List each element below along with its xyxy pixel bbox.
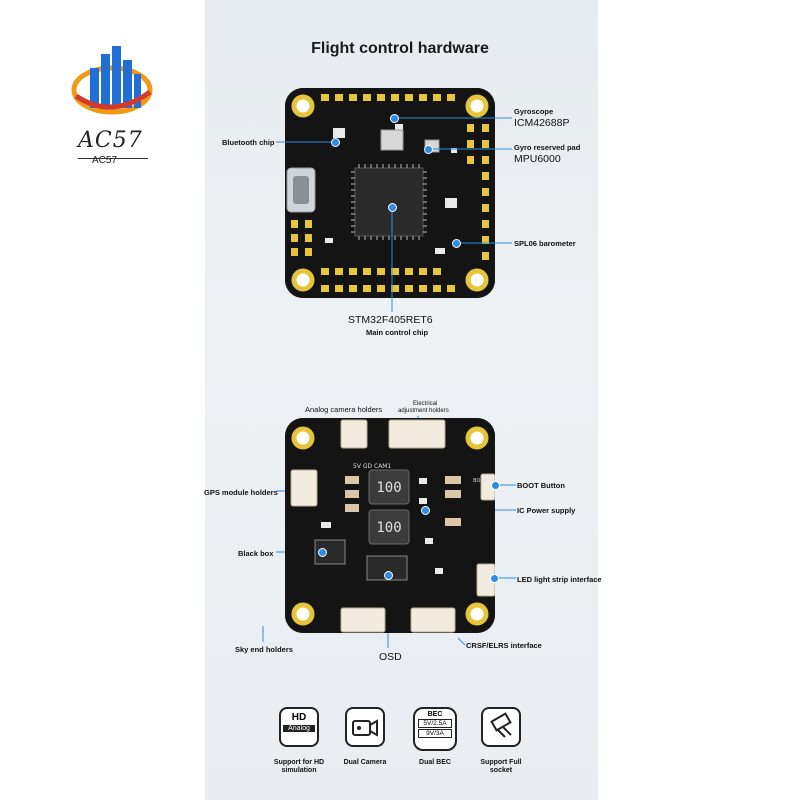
bec-icon-5v: 5V/2.5A — [418, 719, 452, 728]
boot-silkscreen: BOOT — [473, 478, 488, 484]
camera-glyph-icon — [352, 719, 378, 737]
cam-silkscreen: 5V GD CAM1 — [353, 463, 391, 470]
feature-dual-bec: BEC 5V/2.5A 9V/3A Dual BEC — [400, 707, 470, 767]
brand-logo: AC57 AC57 — [70, 40, 155, 170]
sky-end-label: Sky end holders — [235, 645, 293, 654]
feature-cam-caption-1: Dual Camera — [343, 759, 387, 766]
gyro-reserved-marker — [424, 145, 433, 154]
gyroscope-marker — [390, 114, 399, 123]
esc-holders-label-1: Electrical — [413, 401, 438, 407]
gps-label: GPS module holders — [204, 488, 278, 497]
mcu-label: STM32F405RET6 — [348, 314, 433, 326]
hd-icon-text: HD — [291, 712, 307, 723]
socket-icon — [481, 707, 521, 747]
led-marker — [490, 574, 499, 583]
barometer-marker — [452, 239, 461, 248]
camera-icon — [345, 707, 385, 747]
brand-subtitle: AC57 — [92, 155, 118, 166]
led-label: LED light strip interface — [517, 575, 602, 584]
bottom-board: 100 100 5V GD CAM1 BOOT — [285, 418, 495, 633]
gyro-reserved-label: Gyro reserved pad — [514, 143, 581, 152]
osd-label: OSD — [379, 651, 402, 663]
top-board — [285, 88, 495, 298]
bottom-board-art: 100 100 5V GD CAM1 BOOT — [285, 418, 495, 633]
black-box-label: Black box — [238, 549, 274, 558]
analog-camera-label: Analog camera holders — [305, 405, 383, 414]
feature-socket-caption-2: socket — [489, 767, 513, 774]
inductor1-text: 100 — [376, 480, 401, 496]
black-box-marker — [318, 548, 327, 557]
gyroscope-model: ICM42688P — [514, 117, 570, 129]
bluetooth-marker — [331, 138, 340, 147]
bluetooth-label: Bluetooth chip — [222, 138, 275, 147]
page-title: Flight control hardware — [311, 40, 489, 57]
mcu-sublabel: Main control chip — [366, 328, 429, 337]
barometer-label: SPL06 barometer — [514, 239, 576, 248]
osd-marker — [384, 571, 393, 580]
ic-power-label: IC Power supply — [517, 506, 576, 515]
brand-mark-icon — [71, 46, 153, 115]
feature-dual-camera: Dual Camera — [330, 707, 400, 767]
ic-power-marker — [421, 506, 430, 515]
feature-hd-caption-1: Support for HD — [273, 759, 325, 766]
feature-socket-caption-1: Support Full — [480, 759, 522, 766]
bec-icon-title: BEC — [427, 711, 443, 718]
gyro-reserved-model: MPU6000 — [514, 153, 561, 165]
feature-hd-caption-2: simulation — [281, 767, 317, 774]
inductor2-text: 100 — [376, 520, 401, 536]
analog-icon-text: Analog — [283, 725, 315, 732]
hd-analog-icon: HD Analog — [279, 707, 319, 747]
esc-holders-label-2: adjustment holders — [398, 408, 449, 414]
crsf-label: CRSF/ELRS interface — [466, 641, 542, 650]
bec-icon-9v: 9V/3A — [418, 729, 452, 738]
boot-label: BOOT Button — [517, 481, 565, 490]
gyroscope-label: Gyroscope — [514, 107, 554, 116]
brand-divider — [78, 158, 148, 159]
socket-glyph-icon — [490, 712, 512, 738]
mcu-marker — [388, 203, 397, 212]
brand-name: AC57 — [78, 128, 143, 153]
bec-icon: BEC 5V/2.5A 9V/3A — [413, 707, 457, 751]
feature-bec-caption-1: Dual BEC — [419, 759, 451, 766]
boot-marker — [491, 481, 500, 490]
